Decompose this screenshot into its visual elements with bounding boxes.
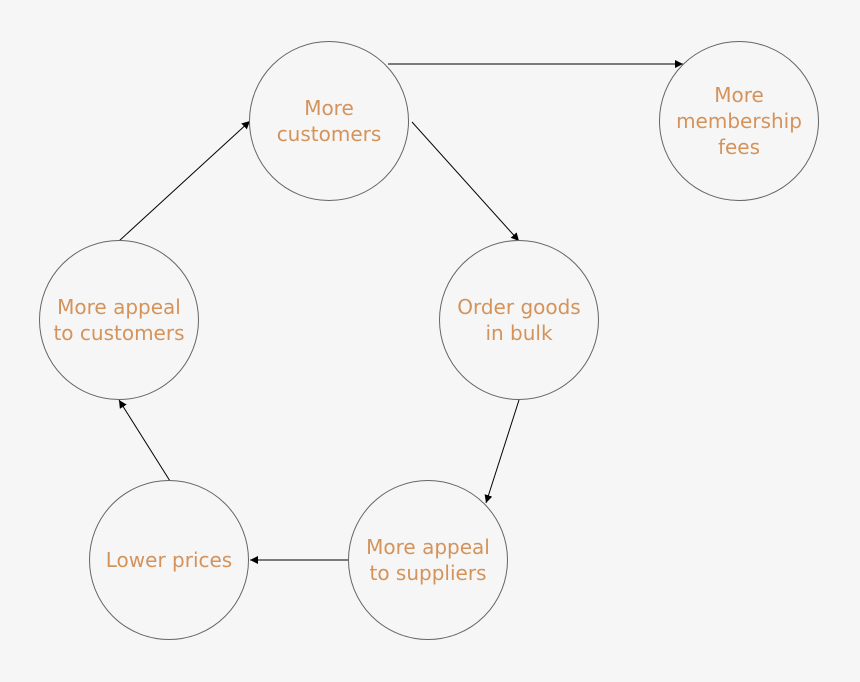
node-label: More customers [276, 96, 382, 146]
node-label: Order goods in bulk [457, 295, 581, 345]
node-label: Lower prices [105, 548, 233, 572]
node-order-goods-in-bulk: Order goods in bulk [439, 240, 599, 400]
node-more-customers: More customers [249, 41, 409, 201]
node-more-membership-fees: More membership fees [659, 41, 819, 201]
edge-more-customers-to-order-goods-in-bulk [411, 121, 520, 242]
node-label: More appeal to suppliers [366, 535, 490, 585]
node-more-appeal-to-customers: More appeal to customers [39, 240, 199, 400]
node-lower-prices: Lower prices [89, 480, 249, 640]
node-label: More membership fees [676, 83, 802, 159]
node-label: More appeal to customers [53, 295, 185, 345]
edge-lower-prices-to-more-appeal-to-customers [118, 399, 171, 482]
edge-more-appeal-to-customers-to-more-customers [118, 120, 251, 242]
node-more-appeal-to-suppliers: More appeal to suppliers [348, 480, 508, 640]
edge-order-goods-in-bulk-to-more-appeal-to-suppliers [484, 399, 520, 504]
